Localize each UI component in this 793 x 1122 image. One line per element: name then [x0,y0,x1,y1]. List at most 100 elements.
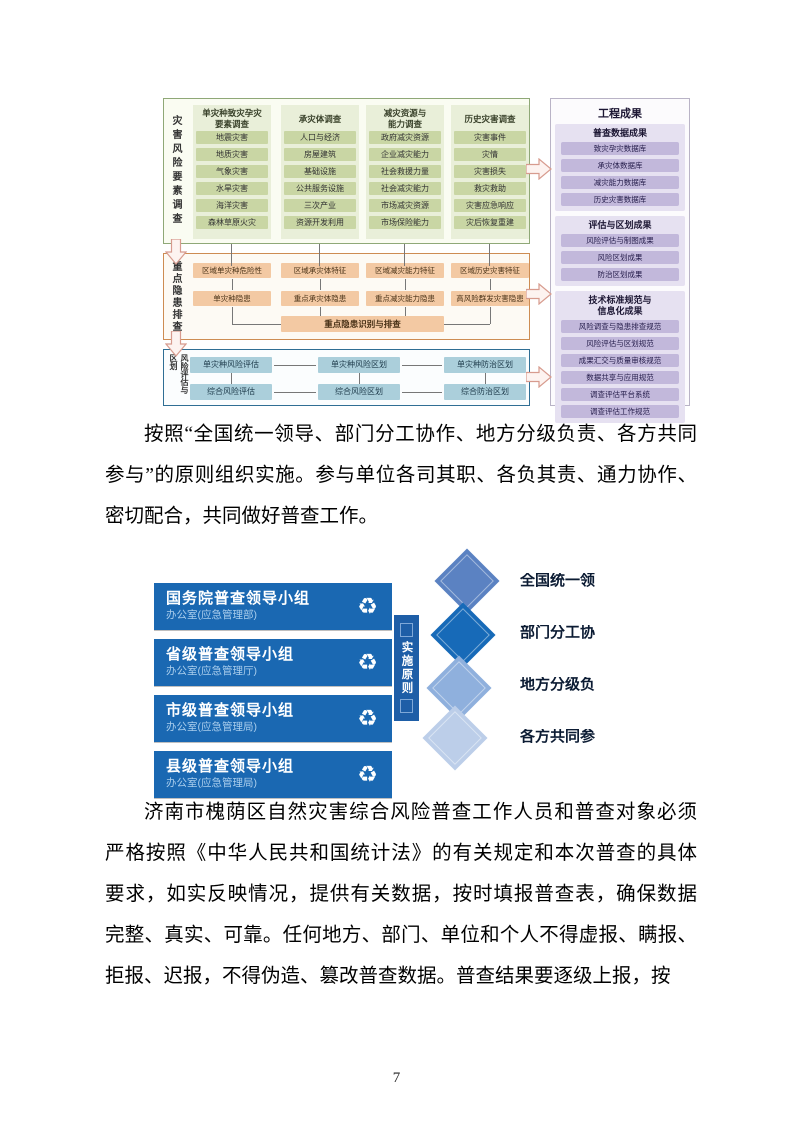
column-items: 地震灾害地质灾害气象灾害水旱灾害海洋灾害森林草原火灾 [195,131,269,229]
principle-diamond [430,602,496,668]
hazard-item: 单灾种隐患 [193,291,271,306]
survey-item: 企业减灾能力 [369,148,441,161]
hazard-item: 高风险群发灾害隐患 [451,291,529,306]
survey-item: 灾后恢复重建 [454,216,526,229]
connector-line [232,279,233,290]
group-office: 办公室(应急管理局) [166,777,257,789]
connector-line [404,244,405,266]
hazard-row: 单灾种隐患重点承灾体隐患重点减灾能力隐患高风险群发灾害隐患 [164,291,529,306]
survey-item: 房屋建筑 [284,148,356,161]
text-line: 密切配合，共同做好普查工作。 [105,506,379,527]
column-items: 人口与经济房屋建筑基础设施公共服务设施三次产业资源开发利用 [283,131,357,229]
assessment-row: 单灾种风险评估单灾种风险区划单灾种防治区划 [164,357,529,373]
text-line: 按照“全国统一领导、部门分工协作、地方分级负责、各方共同 [144,424,697,445]
result-item: 成果汇交与质量审核规范 [561,354,679,367]
flow-arrow-down-icon [165,331,187,357]
survey-column: 历史灾害调查 灾害事件灾情灾害损失救灾救助灾害应急响应灾后恢复重建 [451,105,529,239]
diamond-outline [428,711,482,765]
connector-line [359,373,360,384]
leadership-group-box: 省级普查领导小组 办公室(应急管理厅) ♻ [154,639,392,686]
leadership-groups: 国务院普查领导小组 办公室(应急管理部) ♻ 省级普查领导小组 办公室(应急管理… [154,583,392,798]
connector-line [490,307,491,324]
survey-item: 人口与经济 [284,131,356,144]
group-office: 办公室(应急管理厅) [166,665,257,677]
assessment-item: 单灾种风险评估 [190,357,272,373]
paragraph: 按照“全国统一领导、部门分工协作、地方分级负责、各方共同参与”的原则组织实施。参… [105,414,697,537]
principle-diamond [434,548,500,614]
leadership-group-box: 县级普查领导小组 办公室(应急管理局) ♻ [154,751,392,798]
connector-line [489,244,490,266]
blue-section-label: 风险评估与区划 [169,354,189,394]
survey-item: 地质灾害 [196,148,268,161]
column-items: 灾害事件灾情灾害损失救灾救助灾害应急响应灾后恢复重建 [453,131,527,229]
survey-item: 水旱灾害 [196,182,268,195]
survey-item: 地震灾害 [196,131,268,144]
risk-assessment-section: 风险评估与区划 单灾种风险评估单灾种风险区划单灾种防治区划 综合风险评估综合风险… [163,349,530,406]
results-group: 普查数据成果 致灾孕灾数据库承灾体数据库减灾能力数据库历史灾害数据库 [555,124,685,211]
results-group-header: 普查数据成果 [592,128,647,138]
results-panel: 工程成果 普查数据成果 致灾孕灾数据库承灾体数据库减灾能力数据库历史灾害数据库 … [550,98,690,423]
green-section-label: 灾害风险要素调查 [170,115,181,227]
survey-item: 气象灾害 [196,165,268,178]
assessment-item: 单灾种防治区划 [444,357,526,373]
group-office: 办公室(应急管理部) [166,609,257,621]
result-item: 风险调查与隐患排查规范 [561,320,679,333]
assessment-item: 综合防治区划 [444,384,526,400]
result-item: 调查评估平台系统 [561,388,679,401]
hazard-item: 区域历史灾害特征 [451,263,529,278]
results-group: 评估与区划成果 风险评估与制图成果风险区划成果防治区划成果 [555,216,685,286]
survey-column: 承灾体调查 人口与经济房屋建筑基础设施公共服务设施三次产业资源开发利用 [281,105,359,239]
column-header: 承灾体调查 [298,113,342,124]
recycle-icon: ♻ [357,761,378,788]
survey-column: 减灾资源与 能力调查 政府减灾资源企业减灾能力社会救援力量社会减灾能力市场减灾资… [366,105,444,239]
survey-item: 资源开发利用 [284,216,356,229]
recycle-icon: ♻ [357,593,378,620]
survey-item: 灾害事件 [454,131,526,144]
results-group: 技术标准规范与 信息化成果 风险调查与隐患排查规范风险评估与区划规范成果汇交与质… [555,291,685,423]
risk-elements-section: 灾害风险要素调查 单灾种致灾孕灾 要素调查 地震灾害地质灾害气象灾害水旱灾害海洋… [163,98,530,244]
survey-item: 三次产业 [284,199,356,212]
survey-item: 救灾救助 [454,182,526,195]
connector-line [490,279,491,290]
hazard-item: 区域减灾能力特征 [366,263,444,278]
connector-line [405,279,406,290]
group-office: 办公室(应急管理局) [166,721,257,733]
leadership-group-box: 国务院普查领导小组 办公室(应急管理部) ♻ [154,583,392,630]
result-item: 减灾能力数据库 [561,176,679,189]
principle-label: 部门分工协 [520,625,596,641]
hazard-item: 重点减灾能力隐患 [366,291,444,306]
principle-label: 地方分级负 [520,677,596,693]
tab-ornament [400,699,413,713]
results-panel-title: 工程成果 [598,108,642,120]
text-line: 济南市槐荫区自然灾害综合风险普查工作人员和普查对象必须 [144,802,697,823]
text-line: 严格按照《中华人民共和国统计法》的有关规定和本次普查的具体 [105,843,697,864]
result-item: 调查评估工作规范 [561,405,679,418]
text-line: 要求，如实反映情况，提供有关数据，按时填报普查表，确保数据 [105,884,697,905]
survey-item: 社会救援力量 [369,165,441,178]
connector-line [232,307,233,324]
text-line: 拒报、迟报，不得伪造、篡改普查数据。普查结果要逐级上报，按 [105,966,671,987]
survey-item: 政府减灾资源 [369,131,441,144]
survey-item: 市场减灾资源 [369,199,441,212]
tab-ornament [400,623,413,637]
result-item: 数据共享与应用规范 [561,371,679,384]
group-title: 县级普查领导小组 [166,758,295,775]
survey-item: 灾害损失 [454,165,526,178]
results-group-header: 评估与区划成果 [588,220,652,230]
group-title: 市级普查领导小组 [166,702,295,719]
flow-arrow-down-icon [165,239,187,265]
column-items: 政府减灾资源企业减灾能力社会救援力量社会减灾能力市场减灾资源市场保险能力 [368,131,442,229]
results-group-items: 致灾孕灾数据库承灾体数据库减灾能力数据库历史灾害数据库 [555,142,685,206]
implementation-principles-tab: 实施原则 [394,615,419,721]
paragraph: 济南市槐荫区自然灾害综合风险普查工作人员和普查对象必须严格按照《中华人民共和国统… [105,792,697,997]
column-header: 历史灾害调查 [464,113,516,124]
column-header: 减灾资源与 能力调查 [383,108,427,129]
tab-label: 实施原则 [400,641,413,695]
results-group-items: 风险评估与制图成果风险区划成果防治区划成果 [555,234,685,281]
connector-line [319,244,320,266]
connector-line [231,244,232,266]
principle-label: 全国统一领 [520,573,596,589]
survey-item: 森林草原火灾 [196,216,268,229]
hazard-row: 区域单灾种危险性区域承灾体特征区域减灾能力特征区域历史灾害特征 [164,263,529,278]
